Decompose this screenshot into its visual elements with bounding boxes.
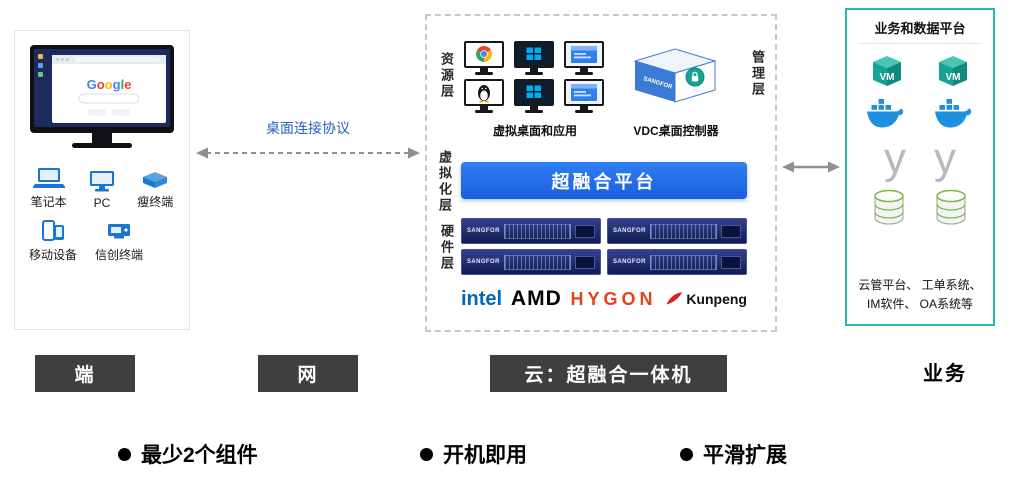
- hci-platform-label: 超融合平台: [551, 171, 657, 192]
- windows-screen-icon: [514, 41, 554, 75]
- server-node: SANGFOR: [607, 249, 747, 275]
- vm-icon-row: VM VM: [868, 53, 972, 89]
- server-vents: [649, 254, 717, 270]
- server-brand-text: SANGFOR: [613, 259, 646, 265]
- device-label: 笔记本: [30, 195, 67, 209]
- y-logo-icon: y: [884, 134, 906, 183]
- title-divider: [859, 43, 981, 44]
- hygon-logo: HYGON: [570, 288, 657, 309]
- server-vents: [503, 223, 571, 239]
- bullet-dot-icon: [420, 447, 433, 461]
- hardware-layer-label: 硬件层: [439, 224, 454, 272]
- thin-client-icon: [143, 172, 168, 188]
- linux-screen-icon: [464, 79, 504, 113]
- device-label: 移动设备: [29, 248, 78, 262]
- virtual-desktop-caption: 虚拟桌面和应用: [492, 124, 577, 138]
- server-brand-text: SANGFOR: [467, 228, 500, 234]
- server-brand-text: SANGFOR: [467, 259, 500, 265]
- amd-logo: AMD: [510, 287, 562, 310]
- vdc-controller-icon: SANGFOR: [633, 48, 717, 103]
- virtualization-layer-label: 虚拟化层: [437, 150, 452, 214]
- tag-cloud-hci: 云：超融合一体机: [490, 355, 727, 392]
- device-xinchuang: 信创终端: [95, 218, 143, 263]
- business-panel-title: 业务和数据平台: [874, 21, 966, 36]
- server-node: SANGFOR: [461, 249, 601, 275]
- bullet-dot-icon: [118, 447, 131, 461]
- intel-logo: intel: [461, 287, 503, 310]
- kunpeng-logo: Kunpeng: [665, 291, 747, 307]
- app-window-screen-icon: [564, 41, 604, 75]
- device-label: PC: [93, 196, 111, 210]
- device-pc: PC: [86, 168, 118, 210]
- desktop-pc-icon: [89, 171, 114, 192]
- docker-icon-row: [866, 98, 974, 130]
- mobile-devices-icon: [42, 220, 64, 241]
- server-ports: [721, 224, 741, 238]
- server-vents: [503, 254, 571, 270]
- app-window-screen-icon: [564, 79, 604, 113]
- bullet-smooth-expansion: 平滑扩展: [680, 439, 787, 469]
- vm-icon: VM: [873, 56, 901, 86]
- hci-platform-bar: 超融合平台: [461, 162, 747, 199]
- bullet-dot-icon: [680, 447, 693, 461]
- docker-icon: [935, 99, 972, 128]
- business-apps-caption: 云管平台、 工单系统、 IM软件、 OA系统等: [858, 277, 982, 311]
- device-mobile: 移动设备: [29, 218, 77, 263]
- solid-double-arrow-icon: [782, 161, 840, 173]
- bullet-ready-to-use: 开机即用: [420, 439, 527, 469]
- server-vents: [649, 223, 717, 239]
- vdc-controller-caption: VDC桌面控制器: [633, 124, 719, 138]
- device-label: 信创终端: [95, 248, 144, 262]
- chrome-screen-icon: [464, 41, 504, 75]
- server-ports: [575, 224, 595, 238]
- server-node: SANGFOR: [461, 218, 601, 244]
- virtual-desktops-illustration: [461, 40, 607, 114]
- resource-layer-label: 资源层: [439, 52, 454, 100]
- server-grid: SANGFOR SANGFOR SANGFOR SANGFOR: [461, 218, 747, 275]
- tag-business: 业务: [923, 363, 967, 385]
- hci-cloud-panel: 资源层 管理层 虚拟化层 硬件层: [425, 14, 777, 332]
- google-wordmark: Google: [87, 77, 132, 92]
- laptop-icon: [32, 168, 65, 188]
- database-icon: [936, 189, 966, 225]
- tag-terminal: 端: [35, 355, 135, 392]
- kunpeng-logo-text: Kunpeng: [686, 291, 747, 307]
- vm-label: VM: [880, 72, 895, 83]
- device-thin-client: 瘦终端: [137, 165, 173, 210]
- bullet-text: 平滑扩展: [703, 444, 787, 467]
- device-laptop: 笔记本: [31, 165, 67, 210]
- tag-network: 网: [258, 355, 358, 392]
- desktop-monitor-illustration: Google: [30, 45, 174, 148]
- server-ports: [721, 255, 741, 269]
- vm-label: VM: [946, 72, 961, 83]
- server-brand-text: SANGFOR: [613, 228, 646, 234]
- device-row-1: 笔记本 PC 瘦终端: [15, 165, 189, 210]
- client-panel: Google 笔记本: [14, 30, 190, 330]
- kunpeng-wing-icon: [666, 292, 683, 305]
- bullet-text: 开机即用: [443, 444, 527, 467]
- bullet-min-components: 最少2个组件: [118, 439, 258, 469]
- bullet-text: 最少2个组件: [141, 444, 258, 467]
- xinchuang-terminal-icon: [108, 224, 131, 239]
- y-logo-row: y y: [884, 134, 956, 183]
- device-row-2: 移动设备 信创终端: [15, 218, 189, 263]
- management-layer-label: 管理层: [750, 50, 765, 98]
- docker-icon: [867, 99, 904, 128]
- vm-icon: VM: [939, 56, 967, 86]
- windows-screen-icon: [514, 79, 554, 113]
- protocol-label: 桌面连接协议: [266, 120, 350, 136]
- database-icon: [874, 189, 904, 225]
- y-logo-icon: y: [934, 134, 956, 183]
- cpu-vendor-row: intel AMD HYGON Kunpeng: [461, 282, 747, 316]
- business-platform-panel: 业务和数据平台 VM VM: [845, 8, 995, 326]
- server-ports: [575, 255, 595, 269]
- device-label: 瘦终端: [137, 195, 174, 209]
- server-node: SANGFOR: [607, 218, 747, 244]
- dashed-double-arrow-icon: [196, 147, 420, 159]
- database-icon-row: [872, 188, 968, 226]
